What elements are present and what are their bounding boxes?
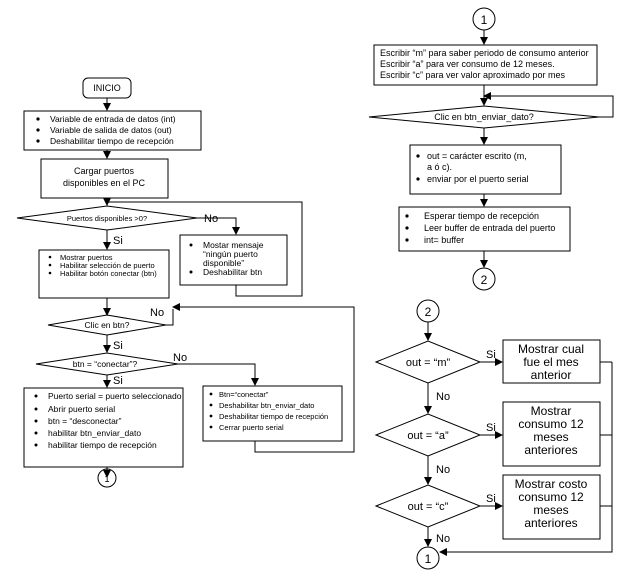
connect-box (23, 387, 184, 468)
merge-to-connector (439, 362, 613, 556)
connector-1-left-label: 1 (104, 474, 109, 484)
no-ports-message: Mostar mensaje “ningún puerto disponible… (189, 240, 264, 277)
decision-ports-label: Puertos disponibles >0? (67, 214, 147, 223)
init-item: Variable de entrada de datos (int) (50, 114, 176, 124)
arrow-msg-loop (107, 201, 303, 297)
no-label: No (436, 464, 450, 476)
result-a-box (502, 401, 601, 467)
result-m-line: anterior (531, 368, 572, 382)
instructions-box (373, 44, 598, 86)
result-c-line: consumo 12 (518, 490, 584, 504)
out-list: out = carácter escrito (m, a ó c). envia… (416, 151, 529, 184)
message-line: disponible” (203, 258, 244, 268)
result-m-line: fue el mes (523, 355, 578, 369)
recv-line: int= buffer (424, 235, 464, 245)
no-ports-message-box (179, 234, 288, 286)
arrow-send-no-loop (483, 92, 614, 118)
connector-1-left (97, 468, 117, 488)
disconnect-item: Cerrar puerto serial (219, 423, 284, 432)
decision-out-m-label: out = “m” (406, 357, 451, 369)
connect-item: habilitar btn_enviar_dato (48, 428, 141, 438)
arrow-btn-no (178, 363, 259, 386)
message-line: Deshabilitar btn (203, 267, 262, 277)
connector-1-bottom (416, 546, 440, 570)
out-box (409, 144, 562, 195)
instruction-line: Escribir “m” para saber periodo de consu… (380, 48, 589, 58)
decision-out-c-label: out = “c” (408, 501, 449, 513)
out-line: enviar por el puerto serial (427, 174, 529, 184)
arrow-ports-no (197, 217, 240, 235)
connect-item: habilitar tiempo de recepción (48, 440, 157, 450)
si-label: Si (486, 422, 496, 434)
decision-btn-label: btn = “conectar”? (73, 359, 138, 369)
connector-2-top-label: 2 (425, 305, 432, 319)
show-ports-item: Mostrar puertos (60, 253, 113, 262)
si-label: Si (113, 235, 123, 247)
arrow-click-no (166, 309, 174, 326)
no-label: No (436, 391, 450, 403)
no-label: No (173, 352, 187, 364)
no-label: No (150, 307, 164, 319)
connect-item: btn = “desconectar” (48, 416, 122, 426)
connect-list: Puerto serial = puerto seleccionado Abri… (34, 391, 182, 450)
result-a-line: meses (533, 430, 568, 444)
out-line: out = carácter escrito (m, (427, 151, 527, 161)
disconnect-list: Btn=“conectar” Deshabilitar btn_enviar_d… (209, 390, 328, 432)
result-a-line: Mostrar (531, 404, 572, 418)
arrow-disconnect-loop (172, 303, 355, 453)
disconnect-item: Deshabilitar tiempo de recepción (219, 412, 328, 421)
start-label: INICIO (93, 83, 121, 93)
si-label: Si (486, 349, 496, 361)
si-label: Si (113, 340, 123, 352)
no-label: No (204, 213, 218, 225)
result-m-line: Mostrar cual (518, 342, 584, 356)
disconnect-box (202, 385, 343, 442)
connector-2-right-label: 2 (481, 273, 488, 287)
init-variables-box (23, 110, 202, 151)
si-label: Si (113, 375, 123, 387)
init-item: Deshabilitar tiempo de recepción (50, 136, 174, 146)
connector-1-top-label: 1 (481, 13, 488, 27)
load-ports-line: Cargar puertos (74, 166, 135, 176)
show-ports-item: Habilitar botón conectar (btn) (60, 269, 157, 278)
result-c-line: Mostrar costo (515, 477, 588, 491)
disconnect-item: Deshabilitar btn_enviar_dato (219, 401, 314, 410)
no-label: No (436, 533, 450, 545)
show-ports-item: Habilitar selección de puerto (60, 261, 155, 270)
recv-line: Leer buffer de entrada del puerto (424, 223, 555, 233)
decision-send-label: Clic en btn_enviar_dato? (434, 112, 534, 122)
connect-item: Abrir puerto serial (48, 404, 115, 414)
message-line: Mostar mensaje (203, 240, 264, 250)
connector-1-bottom-label: 1 (425, 552, 432, 566)
decision-out-a-label: out = “a” (407, 430, 449, 442)
result-a-line: anteriores (524, 443, 577, 457)
result-c-line: meses (533, 503, 568, 517)
show-ports-list: Mostrar puertos Habilitar selección de p… (48, 253, 157, 278)
out-line: a ó c). (427, 162, 452, 172)
instruction-line: Escribir “c” para ver valor aproximado p… (380, 70, 566, 80)
connector-2-right (472, 267, 496, 291)
decision-click-label: Clic en btn? (85, 320, 130, 330)
init-list: Variable de entrada de datos (int) Varia… (36, 114, 176, 146)
si-label: Si (486, 493, 496, 505)
init-item: Variable de salida de datos (out) (50, 125, 172, 135)
connect-item: Puerto serial = puerto seleccionado (48, 391, 182, 401)
recv-list: Esperar tiempo de recepción Leer buffer … (405, 211, 555, 245)
recv-line: Esperar tiempo de recepción (424, 211, 539, 221)
load-ports-line: disponibles en el PC (63, 178, 146, 188)
result-c-line: anteriores (524, 516, 577, 530)
instruction-line: Escribir “a” para ver consumo de 12 mese… (380, 59, 555, 69)
show-ports-box (38, 249, 170, 299)
message-line: “ningún puerto (203, 249, 258, 259)
result-c-box (502, 474, 601, 540)
result-a-line: consumo 12 (518, 417, 584, 431)
disconnect-item: Btn=“conectar” (219, 390, 269, 399)
